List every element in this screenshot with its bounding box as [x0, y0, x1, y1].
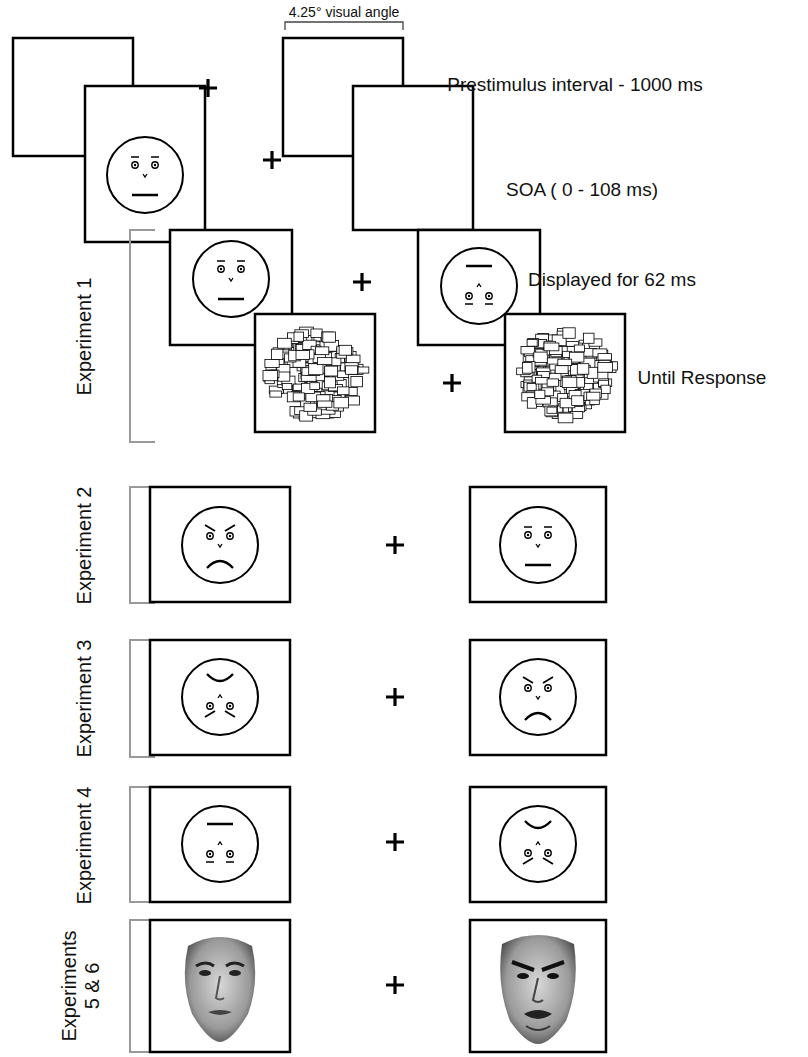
experiment-label: Experiment 3 [73, 618, 96, 778]
phase-label: Prestimulus interval - 1000 ms [447, 74, 703, 96]
noise-mask [574, 345, 584, 352]
noise-mask [521, 347, 534, 354]
experiment-label: Experiment 2 [73, 465, 96, 625]
dimension-label: 4.25° visual angle [289, 4, 400, 20]
noise-mask [558, 359, 572, 365]
noise-mask [346, 366, 358, 375]
experiment-label: Experiments 5 & 6 [57, 924, 103, 1049]
noise-mask [545, 406, 558, 416]
phase-label: Displayed for 62 ms [528, 269, 696, 291]
noise-mask [271, 349, 283, 359]
noise-mask [572, 396, 584, 406]
noise-mask [558, 413, 573, 423]
phase-label: SOA ( 0 - 108 ms) [506, 179, 658, 201]
phase-label: Until Response [638, 367, 767, 389]
noise-mask [282, 383, 292, 389]
noise-mask [547, 379, 559, 386]
noise-mask [294, 332, 304, 341]
noise-mask [263, 371, 277, 381]
noise-mask [601, 385, 610, 393]
noise-mask [351, 377, 363, 387]
noise-mask [527, 384, 536, 391]
experiment-label: Experiment 1 [73, 256, 96, 416]
noise-mask [317, 401, 332, 407]
noise-mask [535, 378, 548, 385]
noise-mask [317, 357, 332, 364]
noise-mask [325, 366, 338, 376]
noise-mask [337, 387, 349, 395]
noise-mask [339, 345, 351, 355]
noise-mask [309, 364, 323, 375]
noise-mask [325, 366, 338, 376]
noise-mask [544, 343, 559, 351]
noise-mask [555, 366, 568, 374]
noise-mask [310, 383, 320, 390]
noise-mask [584, 333, 595, 343]
noise-mask [527, 339, 537, 346]
noise-mask [598, 363, 613, 373]
noise-mask [323, 332, 336, 342]
noise-mask [534, 352, 548, 362]
noise-mask [547, 407, 557, 413]
noise-mask [334, 397, 349, 408]
noise-mask [527, 398, 536, 409]
noise-mask [311, 329, 322, 337]
noise-mask [523, 363, 533, 374]
noise-mask [585, 392, 599, 401]
noise-mask [296, 351, 309, 360]
noise-mask [316, 347, 329, 355]
experiment-label: Experiment 4 [73, 765, 96, 925]
noise-mask [278, 338, 292, 348]
noise-mask [346, 355, 360, 363]
noise-mask [324, 377, 335, 388]
noise-mask [265, 360, 279, 368]
noise-mask [562, 377, 577, 387]
noise-mask [278, 372, 290, 381]
noise-mask [598, 354, 611, 360]
noise-mask [535, 390, 545, 398]
noise-mask [587, 392, 600, 400]
noise-mask [293, 393, 304, 401]
noise-mask [577, 364, 589, 375]
noise-mask [563, 328, 575, 339]
noise-mask [528, 338, 539, 346]
noise-mask [304, 403, 317, 411]
noise-mask [270, 391, 282, 397]
